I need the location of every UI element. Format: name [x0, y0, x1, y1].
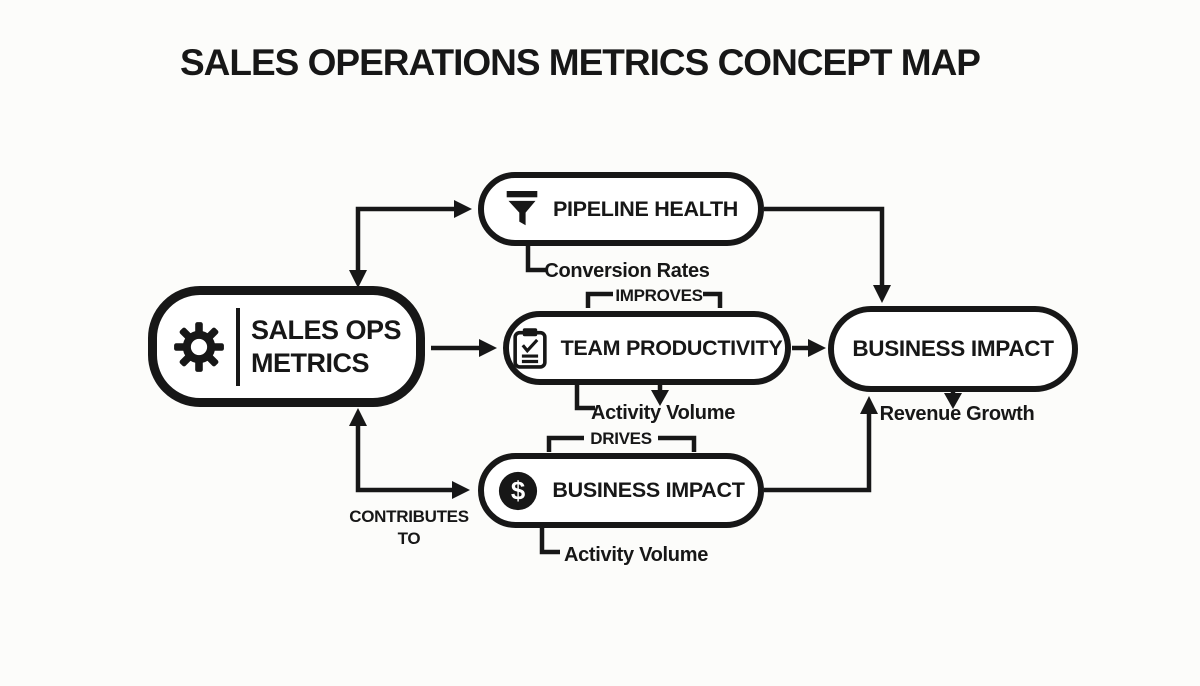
- stub-conversion-rates: [525, 242, 546, 273]
- page-title: SALES OPERATIONS METRICS CONCEPT MAP: [180, 42, 981, 83]
- node-label: BUSINESS IMPACT: [552, 478, 745, 502]
- node-label-line2: METRICS: [251, 347, 370, 378]
- node-divider: [236, 307, 240, 386]
- edge-businessimpact-businessimpactright: [764, 396, 878, 493]
- funnel-icon: [506, 191, 538, 226]
- stub-activity-volume-mid: [574, 382, 595, 411]
- node-pipeline-health: PIPELINE HEALTH: [478, 172, 764, 246]
- node-business-impact-mid: $ BUSINESS IMPACT: [478, 453, 764, 528]
- edge-salesops-pipelinehealth: [349, 200, 472, 288]
- edge-pipelinehealth-businessimpactright: [764, 206, 891, 303]
- label-activity-volume-mid: Activity Volume: [590, 402, 736, 424]
- bracket-drives-right: [658, 435, 697, 452]
- node-sales-ops-metrics: SALES OPS METRICS: [148, 286, 425, 407]
- label-contributes-line1: CONTRIBUTES: [349, 507, 469, 526]
- bracket-drives-left: [546, 435, 584, 452]
- label-revenue-growth: Revenue Growth: [879, 403, 1035, 425]
- edge-salesops-teamproductivity: [431, 339, 497, 357]
- node-team-productivity: TEAM PRODUCTIVITY: [503, 311, 791, 385]
- edge-teamproductivity-businessimpactright: [792, 339, 826, 357]
- bracket-improves-left: [585, 291, 613, 308]
- node-label: BUSINESS IMPACT: [852, 336, 1054, 361]
- label-contributes-to: CONTRIBUTES TO: [349, 506, 469, 550]
- svg-text:$: $: [511, 477, 525, 505]
- label-conversion-rates: Conversion Rates: [544, 260, 710, 282]
- node-label: TEAM PRODUCTIVITY: [560, 335, 783, 360]
- node-business-impact-right: BUSINESS IMPACT: [828, 306, 1078, 392]
- node-label: PIPELINE HEALTH: [552, 196, 739, 221]
- label-activity-volume-bottom: Activity Volume: [563, 544, 709, 566]
- clipboard-icon: [512, 328, 547, 369]
- bracket-improves-right: [703, 291, 723, 308]
- dollar-icon: $: [499, 471, 538, 510]
- edge-salesops-businessimpact: [349, 408, 470, 499]
- label-drives: DRIVES: [590, 429, 652, 448]
- gear-icon: [174, 321, 224, 372]
- label-contributes-line2: TO: [397, 529, 421, 548]
- node-label-line1: SALES OPS: [251, 314, 402, 345]
- label-improves: IMPROVES: [615, 286, 703, 305]
- stub-activity-volume-bottom: [539, 524, 560, 555]
